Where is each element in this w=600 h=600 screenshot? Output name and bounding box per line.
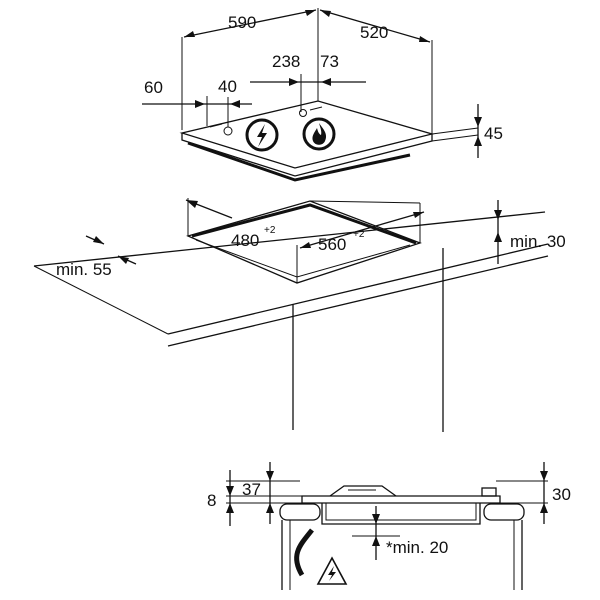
ext-lines-30: [496, 480, 548, 504]
worktop-side: [33, 265, 169, 335]
ext-lines-60-40: [206, 96, 229, 127]
worktop-cutout: 480 +2 560 +2 min. 55 min. 30: [33, 198, 566, 432]
dim-560-label: 560: [318, 235, 346, 254]
dim-min30-label: min. 30: [510, 232, 566, 251]
hob-front-edge: [181, 133, 433, 177]
cabinet-walls-inner: [289, 520, 515, 590]
dim-min55-label: min. 55: [56, 260, 112, 279]
hob-shadow-edge: [187, 141, 411, 182]
flame-icon: [302, 117, 336, 151]
dim-45-label: 45: [484, 124, 503, 143]
dim-line-560: [299, 211, 425, 249]
worktop-front-edge-top: [167, 243, 549, 335]
ext-lines-45: [431, 127, 479, 142]
knob-left: [223, 126, 233, 136]
dim-30-label: 30: [552, 485, 571, 504]
knob-marks: [209, 106, 323, 128]
dim-590-label: 590: [228, 13, 256, 32]
dim-line-520: [319, 9, 431, 43]
dim-40-label: 40: [218, 77, 237, 96]
dim-37-label: 37: [242, 480, 261, 499]
cutout-outer: [186, 200, 422, 284]
hob-body-inner: [325, 503, 477, 521]
worktop-right-section: [483, 503, 525, 521]
dim-238-label: 238: [272, 52, 300, 71]
hob-top-view: 590 520 238 73 60 40 45: [142, 8, 503, 182]
electrical-warning-icon: [316, 556, 348, 585]
dim-73-label: 73: [320, 52, 339, 71]
worktop-back-edge: [33, 211, 546, 267]
worktop-front-edge-bottom: [167, 255, 549, 347]
cutout-inner-back: [191, 203, 417, 245]
ext-lines-37: [226, 480, 302, 504]
dim-line-590: [183, 9, 317, 38]
dim-520-label: 520: [360, 23, 388, 42]
dim-60-label: 60: [144, 78, 163, 97]
cabinet-sides: [292, 248, 444, 432]
knob-right: [299, 109, 307, 117]
ext-lines-top: [181, 8, 433, 134]
worktop-left-section: [279, 503, 321, 521]
burner-cap-section: [329, 485, 397, 497]
dim-8-label: 8: [207, 491, 216, 510]
dim-480-tolerance: +2: [264, 225, 276, 236]
gas-pipe: [294, 528, 314, 577]
dim-560-tolerance: +2: [353, 229, 365, 240]
knob-section: [481, 487, 497, 497]
ext-lines-cutout: [187, 198, 421, 243]
hob-plate-section: [301, 495, 501, 504]
dim-480-label: 480: [231, 231, 259, 250]
hob-body-section: [321, 503, 481, 525]
cabinet-walls: [281, 520, 523, 590]
dim-min20-label: *min. 20: [386, 538, 448, 557]
side-section: 8 37 30 *min. 20: [207, 462, 571, 590]
lightning-icon: [245, 118, 279, 152]
